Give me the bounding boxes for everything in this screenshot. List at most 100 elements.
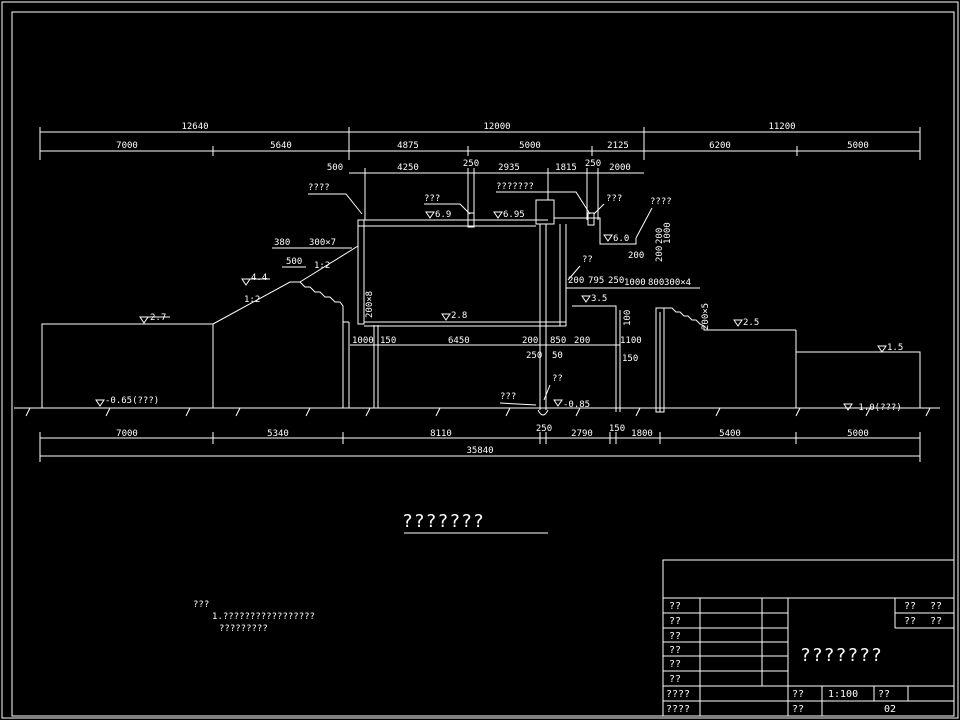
tb-lower-label: ?? — [792, 704, 804, 715]
tb-scale-label: ?? — [792, 689, 804, 700]
svg-text:2.8: 2.8 — [451, 311, 467, 321]
title-block: ?? ?? ?? ?? ?? ?? ???? ???? ?? ?? ?? ?? … — [662, 559, 955, 717]
label-50: 50 — [552, 351, 563, 361]
section-title: ??????? — [402, 511, 485, 532]
section-outline — [14, 199, 940, 416]
tb-row-5: ?? — [669, 659, 681, 670]
label-200-b: 200 — [568, 276, 584, 286]
dim-2935: 2935 — [498, 163, 520, 173]
dim-250-b: 250 — [585, 159, 601, 169]
dim-1815: 1815 — [555, 163, 577, 173]
dim-5000-top-right: 5000 — [847, 141, 869, 151]
notes-heading: ??? — [193, 600, 209, 610]
tb-row-2: ?? — [669, 616, 681, 627]
label-100-v: 100 — [623, 310, 633, 326]
svg-text:4.4: 4.4 — [251, 273, 267, 283]
label-d: ??? — [606, 194, 622, 204]
dim-8110: 8110 — [430, 429, 452, 439]
svg-text:6.9: 6.9 — [435, 210, 451, 220]
svg-text:2.7: 2.7 — [150, 313, 166, 323]
dim-1800: 1800 — [631, 429, 653, 439]
svg-text:-1.0(???): -1.0(???) — [853, 403, 902, 413]
dim-150-bottom: 150 — [609, 424, 625, 434]
level-6-0: 6.0 — [603, 234, 629, 244]
label-step-200x5: 200×5 — [701, 303, 711, 330]
label-f: ?? — [582, 255, 593, 265]
top-dimension-row-3: 500 4250 250 2935 1815 250 2000 — [327, 159, 644, 220]
dim-2000: 2000 — [609, 163, 631, 173]
label-b: ??? — [424, 194, 440, 204]
label-800: 800 — [648, 278, 664, 288]
level-neg-0-65: -0.65(???) — [95, 396, 159, 407]
label-slope-2: 1:2 — [244, 295, 260, 305]
dim-4875: 4875 — [397, 141, 419, 151]
label-h: ??? — [500, 392, 516, 402]
label-150-j: 150 — [622, 354, 638, 364]
label-1000-v: 1000 — [663, 222, 673, 244]
dim-11200: 11200 — [768, 122, 795, 132]
tb-row-6: ?? — [669, 674, 681, 685]
label-1000-c: 1000 — [624, 278, 646, 288]
dim-5640: 5640 — [270, 141, 292, 151]
tb-drawing-name: ??????? — [800, 645, 883, 666]
label-1100: 1100 — [620, 336, 642, 346]
label-g: ?? — [552, 374, 563, 384]
label-150-i: 150 — [380, 336, 396, 346]
dim-250-a: 250 — [463, 159, 479, 169]
dim-12640: 12640 — [181, 122, 208, 132]
label-6450: 6450 — [448, 336, 470, 346]
tb-row-7: ???? — [666, 689, 690, 700]
tb-sheet-label: ?? — [878, 689, 890, 700]
dim-5400: 5400 — [719, 429, 741, 439]
level-2-8: 2.8 — [441, 311, 467, 321]
label-e: ???? — [650, 197, 672, 207]
dim-5000-bottom: 5000 — [847, 429, 869, 439]
ground-hatch — [25, 407, 931, 417]
level-2-5: 2.5 — [733, 318, 759, 328]
svg-text:3.5: 3.5 — [591, 294, 607, 304]
dim-2125: 2125 — [607, 141, 629, 151]
label-200-i: 200 — [522, 336, 538, 346]
dim-5000-top: 5000 — [519, 141, 541, 151]
svg-text:2.5: 2.5 — [743, 318, 759, 328]
dim-500: 500 — [327, 163, 343, 173]
svg-text:6.95: 6.95 — [503, 210, 525, 220]
svg-text:1.5: 1.5 — [887, 343, 903, 353]
label-200-j: 200 — [574, 336, 590, 346]
label-step-200x8: 200×8 — [365, 291, 375, 318]
tb-sheet-no: 02 — [884, 704, 896, 715]
notes-line-1: 1.????????????????? — [212, 612, 315, 622]
label-stair-300x7: 300×7 — [309, 238, 336, 248]
dim-4250: 4250 — [397, 163, 419, 173]
tb-top-right-2a: ?? — [904, 616, 916, 627]
dim-250-bottom: 250 — [536, 424, 552, 434]
inner-frame — [11, 11, 955, 717]
label-stair-300x4: 300×4 — [664, 278, 691, 288]
level-6-9: 6.9 — [425, 210, 451, 220]
svg-text:-0.85: -0.85 — [563, 400, 590, 410]
tb-top-right-2b: ?? — [930, 616, 942, 627]
level-neg-1-0: -1.0(???) — [843, 403, 902, 413]
level-3-5: 3.5 — [581, 294, 607, 304]
label-200-v2: 200 — [655, 228, 665, 244]
top-dimension-row-1: 12640 12000 11200 — [39, 122, 921, 160]
top-dimension-row-2: 7000 5640 4875 5000 2125 6200 5000 — [40, 141, 920, 156]
label-850: 850 — [550, 336, 566, 346]
level-marks: 2.7 4.4 6.9 6.95 6.0 2.8 3.5 2.5 1.5 -0.… — [95, 210, 903, 413]
tb-scale: 1:100 — [828, 689, 858, 700]
label-200-v: 200 — [655, 246, 665, 262]
label-a: ???? — [308, 183, 330, 193]
label-250-j: 250 — [526, 351, 542, 361]
label-200-h: 200 — [628, 251, 644, 261]
tb-top-right-1a: ?? — [904, 601, 916, 612]
level-1-5: 1.5 — [877, 343, 903, 353]
label-slope-1: 1:2 — [314, 261, 330, 271]
dim-2790: 2790 — [571, 429, 593, 439]
tb-row-4: ?? — [669, 645, 681, 656]
svg-text:6.0: 6.0 — [613, 234, 629, 244]
annotations: ???? ??? ??????? ??? ???? 380 300×7 500 … — [244, 182, 711, 406]
bottom-dimension-total: 35840 — [40, 446, 920, 457]
label-250-c: 250 — [608, 276, 624, 286]
